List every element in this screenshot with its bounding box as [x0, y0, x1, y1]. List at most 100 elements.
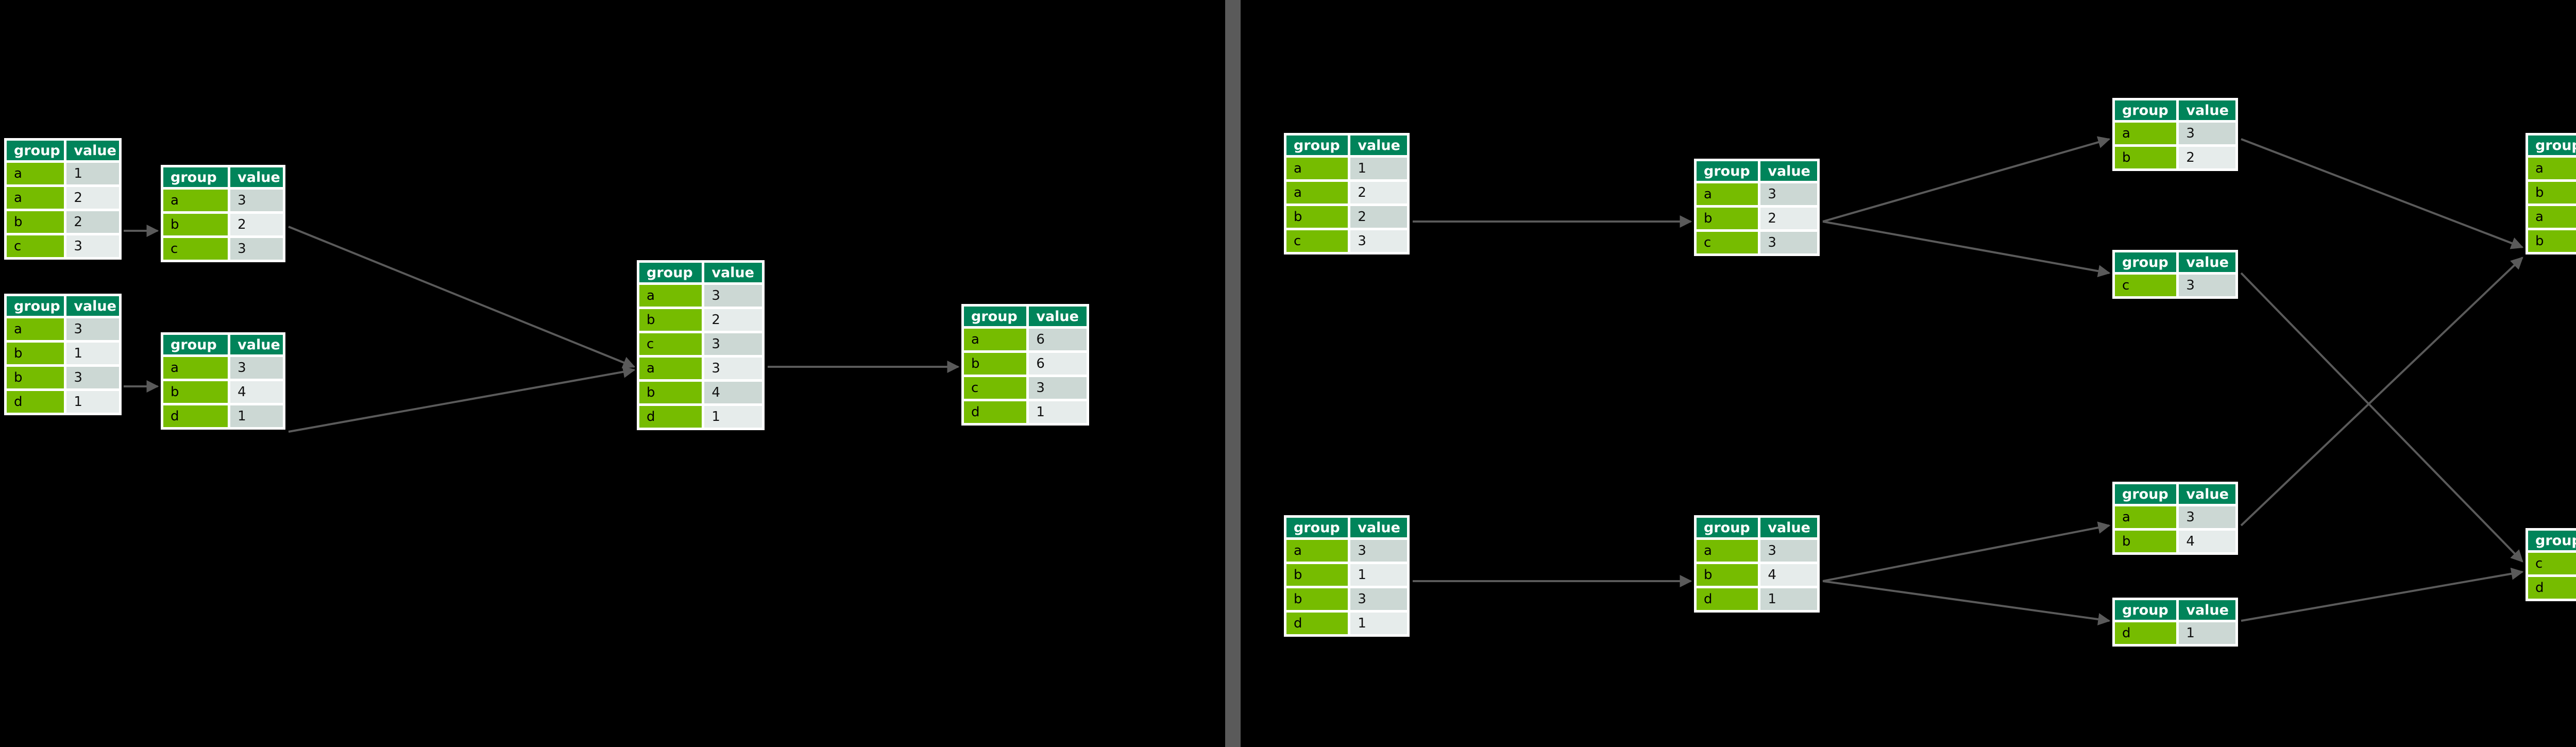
column-header-value: value	[2179, 484, 2235, 504]
cell-group: b	[1697, 564, 1758, 586]
cell-group: b	[1697, 208, 1758, 229]
cell-value: 2	[2179, 147, 2235, 168]
column-header-value: value	[66, 141, 119, 160]
cell-value: 3	[704, 285, 762, 307]
cell-value: 2	[1350, 206, 1407, 228]
cell-group: b	[639, 309, 702, 331]
cell-group: d	[163, 405, 228, 427]
cell-group: d	[7, 391, 64, 413]
cell-group: a	[1286, 182, 1348, 203]
arrow-r2-to-r3	[1822, 136, 2111, 223]
cell-value: 1	[66, 343, 119, 364]
column-header-group: group	[163, 335, 228, 354]
column-header-value: value	[2179, 600, 2235, 620]
cell-group: a	[1286, 540, 1348, 562]
arrow-summary-top-to-combined	[288, 226, 636, 369]
arrow-r4-to-r10	[2240, 272, 2523, 563]
cell-value: 3	[1029, 377, 1087, 399]
table-row: d1	[2528, 577, 2576, 599]
cell-value: 3	[1760, 232, 1817, 253]
arrow-r3-to-r9	[2241, 138, 2524, 249]
column-header-value: value	[704, 263, 762, 282]
column-header-group: group	[1286, 518, 1348, 537]
column-header-group: group	[2115, 100, 2177, 120]
cell-group: a	[639, 358, 702, 379]
merged-table-top: groupvaluea3b2a3b4	[2526, 133, 2576, 254]
cell-group: b	[2115, 531, 2177, 552]
cell-value: 1	[1350, 158, 1407, 179]
cell-group: b	[1286, 564, 1348, 586]
cell-group: b	[163, 214, 228, 235]
column-header-group: group	[1697, 518, 1758, 537]
column-header-group: group	[964, 307, 1027, 326]
cell-value: 3	[704, 358, 762, 379]
arrow-r8-to-r10	[2241, 567, 2524, 622]
table-row: b4	[2528, 230, 2576, 252]
cell-group: b	[163, 381, 228, 403]
cell-value: 2	[230, 214, 283, 235]
column-header-value: value	[2179, 100, 2235, 120]
cell-value: 3	[1760, 540, 1817, 562]
cell-group: d	[964, 401, 1027, 423]
cell-value: 4	[2179, 531, 2235, 552]
column-header-value: value	[66, 296, 119, 316]
cell-value: 3	[704, 333, 762, 355]
cell-group: c	[1286, 230, 1348, 252]
cell-group: b	[7, 211, 64, 233]
arrow-r2-to-r4	[1822, 220, 2111, 277]
column-header-value: value	[1760, 518, 1817, 537]
cell-group: b	[7, 343, 64, 364]
cell-group: b	[2115, 147, 2177, 168]
cell-value: 2	[704, 309, 762, 331]
cell-value: 3	[66, 318, 119, 340]
cell-group: c	[163, 238, 228, 260]
cell-group: d	[2528, 577, 2576, 599]
table-row: b2	[2528, 182, 2576, 203]
cell-value: 3	[2179, 275, 2235, 296]
cell-value: 1	[66, 391, 119, 413]
cell-value: 3	[2179, 506, 2235, 528]
arrow-r6-to-r7	[1822, 521, 2111, 582]
column-header-group: group	[2528, 135, 2576, 155]
column-header-value: value	[1350, 518, 1407, 537]
table-row: a3	[2528, 158, 2576, 179]
cell-group: c	[639, 333, 702, 355]
arrow-r7-to-r9	[2240, 257, 2523, 527]
column-header-group: group	[163, 167, 228, 187]
column-header-group: group	[7, 141, 64, 160]
